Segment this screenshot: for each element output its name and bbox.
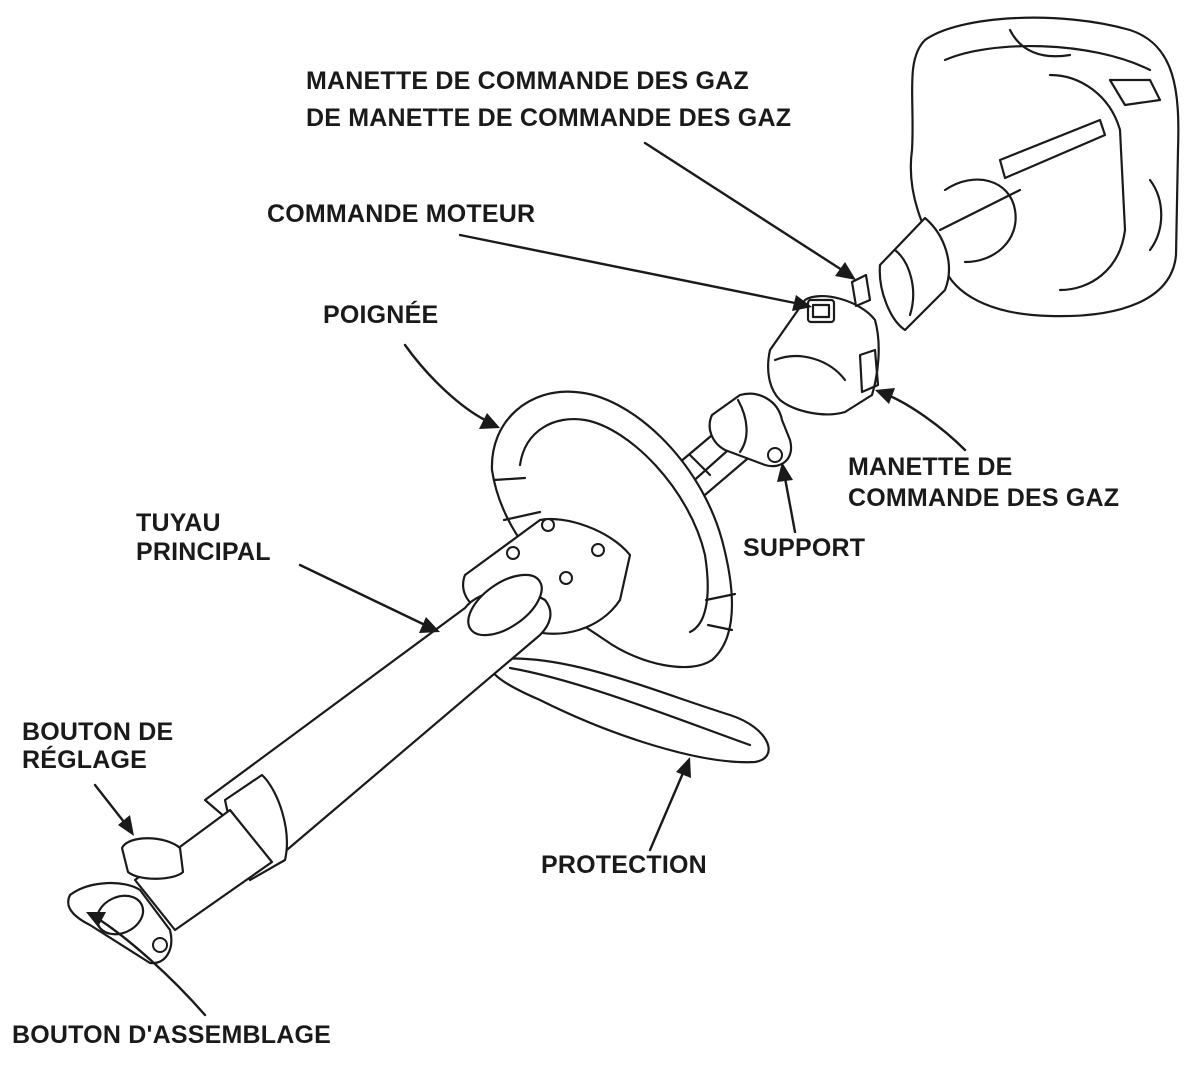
throttle-lock-lever <box>850 273 872 308</box>
engine-housing <box>909 16 1180 318</box>
label-main-pipe-line1: TUYAU <box>136 509 221 537</box>
engine-neck <box>878 188 1022 332</box>
leader-lines <box>86 141 967 1017</box>
label-throttle-lever-line2: COMMANDE DES GAZ <box>848 484 1120 512</box>
label-throttle-lever-line1: MANETTE DE <box>848 453 1013 481</box>
label-guard: PROTECTION <box>541 851 707 879</box>
label-throttle-lock-line2: DE MANETTE DE COMMANDE DES GAZ <box>306 104 792 132</box>
label-adjust-knob-line1: BOUTON DE <box>22 718 174 746</box>
throttle-grip-housing <box>767 273 880 416</box>
label-handle: POIGNÉE <box>323 301 439 329</box>
main-pipe <box>203 573 552 862</box>
label-assembly-knob: BOUTON D'ASSEMBLAGE <box>12 1021 332 1049</box>
label-main-pipe-line2: PRINCIPAL <box>136 538 271 566</box>
label-adjust-knob-line2: RÉGLAGE <box>22 746 148 774</box>
label-throttle-lock-line1: MANETTE DE COMMANDE DES GAZ <box>306 67 749 95</box>
support-clamp <box>708 392 793 468</box>
adjustment-knob <box>120 837 185 880</box>
lower-coupler <box>67 808 274 965</box>
guard-plate <box>488 657 770 764</box>
label-engine-switch: COMMANDE MOTEUR <box>267 200 536 228</box>
label-support: SUPPORT <box>743 534 866 562</box>
